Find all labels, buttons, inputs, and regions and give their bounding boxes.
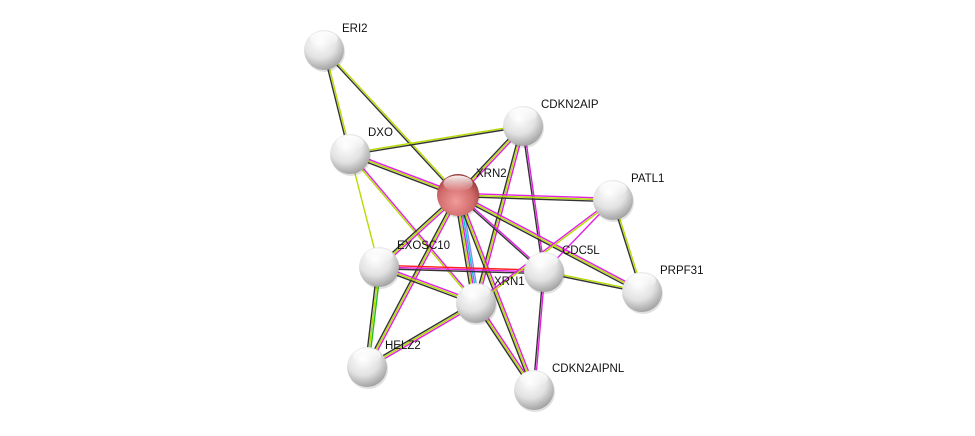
node-label: CDKN2AIPNL	[552, 363, 625, 375]
node-label: XRN1	[494, 276, 525, 288]
edge-line-coexpression	[456, 195, 642, 295]
node-label: EXOSC10	[397, 240, 450, 252]
node-exosc10[interactable]: EXOSC10	[359, 240, 450, 289]
node-xrn1[interactable]: XRN1	[456, 276, 525, 325]
node-cdkn2aip[interactable]: CDKN2AIP	[503, 99, 599, 148]
edge-line-textmining	[457, 194, 535, 391]
node-label: CDC5L	[562, 245, 600, 257]
node-helz2[interactable]: HELZ2	[347, 340, 421, 389]
edge-line-textmining	[366, 302, 477, 368]
edge-line-fusion	[379, 264, 545, 272]
edge-line-experiment	[458, 194, 537, 390]
edge-line-coexpression	[457, 195, 613, 203]
edge-eri2-xrn2[interactable]	[322, 48, 460, 197]
node-dxo[interactable]: DXO	[330, 127, 393, 176]
edge-line-textmining	[324, 48, 460, 195]
node-cdc5l[interactable]: CDC5L	[524, 245, 600, 294]
edge-line-textmining	[348, 154, 476, 305]
node-cdkn2aipnl[interactable]: CDKN2AIPNL	[514, 363, 625, 412]
node-label: ERI2	[342, 23, 368, 35]
node-label: XRN2	[476, 168, 507, 180]
node-label: HELZ2	[385, 340, 421, 352]
node-patl1[interactable]: PATL1	[593, 173, 664, 222]
edge-line-coexpression	[350, 126, 524, 156]
edge-xrn1-helz2[interactable]	[365, 300, 478, 370]
edge-line-experiment	[350, 152, 478, 303]
edge-line-experiment	[458, 192, 644, 292]
node-xrn2[interactable]: XRN2	[437, 168, 507, 218]
edge-xrn2-patl1[interactable]	[457, 192, 614, 203]
edge-line-experiment	[367, 303, 478, 370]
edge-xrn2-prpf31[interactable]	[456, 192, 644, 295]
edge-line-experiment	[476, 126, 526, 304]
node-label: PATL1	[631, 173, 664, 185]
edge-xrn2-cdkn2aipnl[interactable]	[455, 194, 537, 391]
edge-line-coexpression	[365, 300, 476, 367]
edge-line-coexpression	[322, 50, 458, 197]
edge-line-experiment	[475, 198, 613, 303]
node-label: CDKN2AIP	[541, 99, 599, 111]
node-prpf31[interactable]: PRPF31	[622, 265, 703, 314]
edge-line-textmining	[349, 124, 523, 154]
edge-dxo-cdkn2aip[interactable]	[349, 124, 524, 156]
node-label: PRPF31	[660, 265, 703, 277]
edge-dxo-xrn1[interactable]	[348, 152, 478, 305]
node-label: DXO	[368, 127, 393, 139]
node-eri2[interactable]: ERI2	[304, 23, 368, 72]
edge-line-textmining	[457, 194, 614, 201]
edge-line-textmining	[457, 194, 643, 293]
edge-line-coexpression	[455, 195, 534, 391]
edge-line-experiment	[458, 192, 614, 200]
